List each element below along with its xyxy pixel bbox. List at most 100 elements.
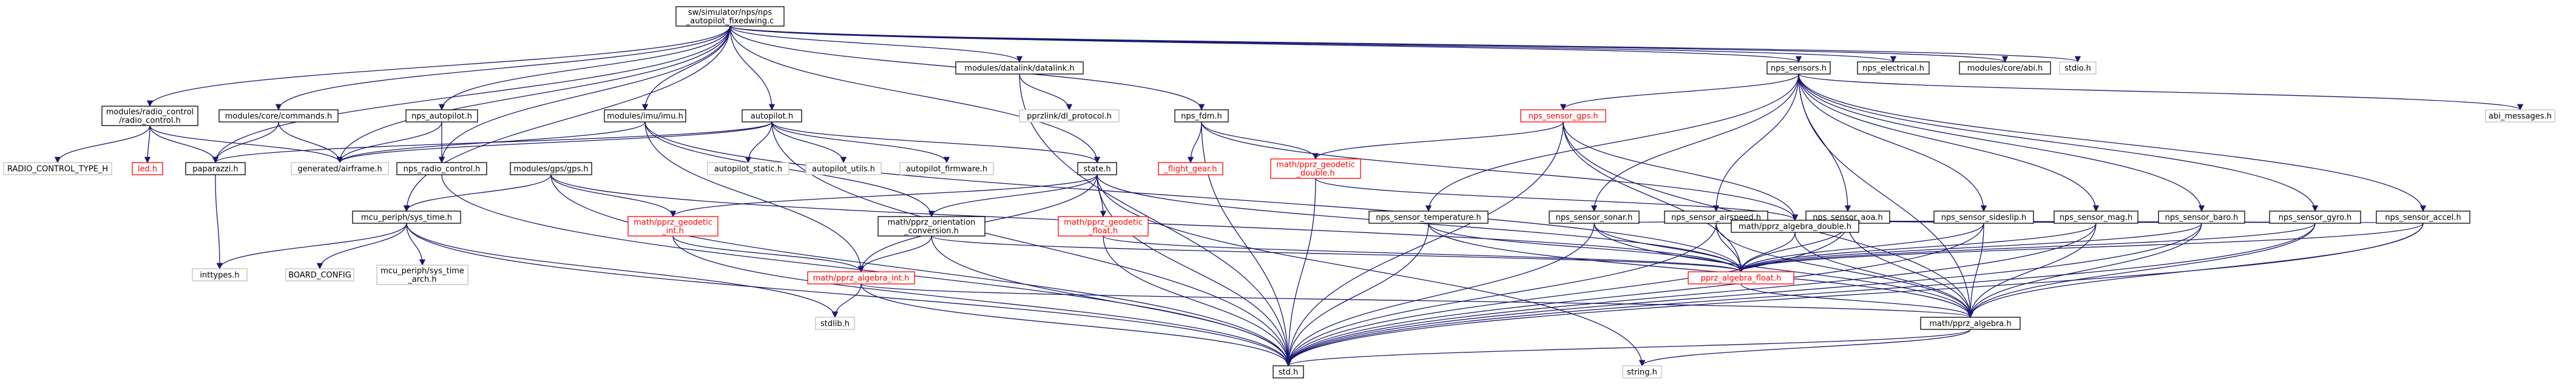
dependency-edge <box>771 121 847 164</box>
node-led-h[interactable]: led.h <box>132 162 163 175</box>
dependency-edge <box>771 121 1292 367</box>
node-label: stdlib.h <box>820 320 850 329</box>
dependency-edge <box>1594 223 1745 273</box>
dependency-edge <box>1594 223 1974 318</box>
node-geodetic-float-h[interactable]: math/pprz_geodetic_float.h <box>1058 216 1149 237</box>
node-accel-h[interactable]: nps_sensor_accel.h <box>2376 211 2470 224</box>
node-nps-radio-h[interactable]: nps_radio_control.h <box>396 162 487 175</box>
node-commands-h[interactable]: modules/core/commands.h <box>218 109 339 123</box>
dependency-edge <box>1201 121 1319 160</box>
node-box <box>510 162 592 175</box>
node-state-h[interactable]: state.h <box>1077 162 1117 175</box>
dependency-edge <box>149 125 219 164</box>
dependency-edge <box>1967 223 1984 318</box>
dependency-edge <box>1285 223 2097 367</box>
node-label: autopilot_static.h <box>714 165 782 174</box>
node-mag-h[interactable]: nps_sensor_mag.h <box>2054 211 2138 224</box>
node-layer: sw/simulator/nps/nps_autopilot_fixedwing… <box>3 6 2555 379</box>
dependency-edge <box>1285 223 1595 367</box>
node-algebra-h[interactable]: math/pprz_algebra.h <box>1920 317 2021 330</box>
dependency-edge <box>1798 73 1987 212</box>
dependency-edge <box>745 121 772 164</box>
dependency-edge <box>1285 223 1848 367</box>
node-box <box>1857 61 1930 75</box>
dependency-edge <box>406 223 839 318</box>
dependency-edge <box>438 25 731 164</box>
node-label: modules/radio_control <box>106 108 194 117</box>
dependency-edge <box>729 25 2081 63</box>
node-sys-time-h[interactable]: mcu_periph/sys_time.h <box>352 211 461 224</box>
node-sideslip-h[interactable]: nps_sensor_sideslip.h <box>1933 211 2034 224</box>
node-paparazzi-h[interactable]: paparazzi.h <box>185 162 246 175</box>
node-std-h[interactable]: std.h <box>1273 365 1304 379</box>
node-geodetic-int-h[interactable]: math/pprz_geodetic_int.h <box>627 216 718 237</box>
node-label: _arch.h <box>407 275 436 285</box>
dependency-edge <box>438 25 731 111</box>
node-box <box>742 109 802 123</box>
node-geodetic-double-h[interactable]: math/pprz_geodetic_double.h <box>1270 158 1361 179</box>
node-nps-sensors-h[interactable]: nps_sensors.h <box>1766 61 1831 75</box>
node-box <box>2059 61 2097 75</box>
node-box <box>1933 211 2034 224</box>
node-box <box>291 162 389 175</box>
node-inttypes-h: inttypes.h <box>192 268 248 281</box>
node-label: modules/imu/imu.h <box>607 112 683 121</box>
node-label: RADIO_CONTROL_TYPE_H <box>7 165 108 174</box>
dependency-edge <box>1738 223 2316 273</box>
dependency-edge <box>729 25 1896 63</box>
node-datalink-h[interactable]: modules/datalink/datalink.h <box>955 61 1084 75</box>
node-algebra-double-h[interactable]: math/pprz_algebra_double.h <box>1731 220 1859 233</box>
node-nps-sensor-gps-h[interactable]: nps_sensor_gps.h <box>1520 109 1606 123</box>
dependency-edge <box>406 223 1292 367</box>
dependency-edge <box>1798 73 2100 212</box>
node-label: led.h <box>138 165 157 174</box>
node-nps-autopilot-h[interactable]: nps_autopilot.h <box>405 109 478 123</box>
node-gps-h[interactable]: modules/gps/gps.h <box>510 162 592 175</box>
dependency-edge <box>215 174 223 270</box>
dependency-edge <box>336 121 442 164</box>
node-baro-h[interactable]: nps_sensor_baro.h <box>2158 211 2245 224</box>
node-box <box>1959 61 2051 75</box>
node-imu-h[interactable]: modules/imu/imu.h <box>604 109 686 123</box>
node-autopilot-h[interactable]: autopilot.h <box>742 109 802 123</box>
node-label: nps_sensor_sonar.h <box>1556 214 1633 223</box>
dependency-edge <box>1638 329 1971 367</box>
dependency-edge <box>337 121 772 164</box>
node-temperature-h[interactable]: nps_sensor_temperature.h <box>1368 211 1489 224</box>
node-root[interactable]: sw/simulator/nps/nps_autopilot_fixedwing… <box>675 6 785 27</box>
node-box <box>376 264 468 285</box>
node-algebra-int-h[interactable]: math/pprz_algebra_int.h <box>807 271 915 285</box>
dependency-edge <box>857 235 932 273</box>
node-sonar-h[interactable]: nps_sensor_sonar.h <box>1549 211 1640 224</box>
node-label: nps_sensors.h <box>1771 64 1827 73</box>
dependency-edge <box>729 25 1802 63</box>
node-box <box>285 268 354 281</box>
node-abi-h[interactable]: modules/core/abi.h <box>1959 61 2051 75</box>
node-label: autopilot_firmware.h <box>906 165 987 174</box>
node-autopilot-static-h: autopilot_static.h <box>707 162 789 175</box>
node-airframe-h: generated/airframe.h <box>291 162 389 175</box>
node-label: std.h <box>1279 368 1299 377</box>
node-flight-gear-h[interactable]: _flight_gear.h <box>1158 162 1223 175</box>
dependency-edge <box>1967 223 2202 318</box>
node-nps-electrical-h[interactable]: nps_electrical.h <box>1857 61 1930 75</box>
node-radio-control-h[interactable]: modules/radio_control/radio_control.h <box>101 106 198 126</box>
dependency-edge <box>1428 223 1974 318</box>
node-box <box>627 216 718 237</box>
node-nps-fdm-h[interactable]: nps_fdm.h <box>1174 109 1229 123</box>
node-autopilot-utils-h: autopilot_utils.h <box>805 162 882 175</box>
node-box <box>707 162 789 175</box>
node-algebra-float-h[interactable]: pprz_algebra_float.h <box>1688 271 1794 285</box>
node-label: state.h <box>1083 165 1111 174</box>
dependency-edge <box>1737 223 1984 273</box>
node-box <box>1549 211 1640 224</box>
node-orientation-h[interactable]: math/pprz_orientation_conversion.h <box>877 216 985 237</box>
dependency-edge <box>403 25 731 212</box>
dependency-edge <box>1563 121 1799 221</box>
dependency-edge <box>1737 232 1796 273</box>
node-label: pprz_algebra_float.h <box>1701 274 1782 283</box>
node-box <box>3 162 112 175</box>
dependency-edge <box>212 121 772 164</box>
dependency-edge <box>1285 329 1971 367</box>
node-gyro-h[interactable]: nps_sensor_gyro.h <box>2269 211 2361 224</box>
